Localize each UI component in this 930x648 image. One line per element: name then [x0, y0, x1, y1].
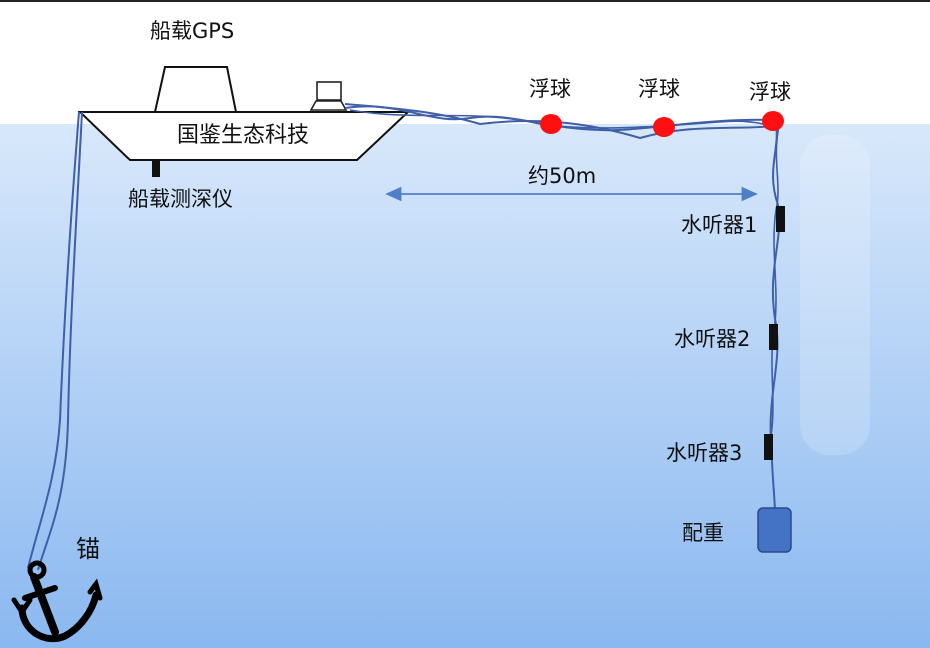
- buoy-2-label: 浮球: [638, 77, 680, 101]
- buoy-3-label: 浮球: [749, 80, 791, 104]
- boat-hull: [77, 111, 411, 161]
- anchor-cable-2: [37, 111, 83, 571]
- hydrophone-1: [776, 206, 785, 232]
- laptop-icon: [309, 81, 348, 111]
- echo-sounder-device: [152, 160, 160, 177]
- anchor-label: 锚: [76, 535, 100, 563]
- sky: [0, 0, 930, 124]
- hydrophone-2-label: 水听器2: [674, 327, 750, 351]
- hydrophone-2: [769, 324, 778, 350]
- buoy-2: [653, 117, 675, 137]
- boat-name-label: 国鉴生态科技: [177, 123, 309, 148]
- vertical-cable-2: [768, 125, 780, 446]
- hydrophone-3-label: 水听器3: [666, 441, 742, 465]
- anchor-icon: [11, 560, 103, 643]
- buoy-1-label: 浮球: [529, 77, 571, 101]
- hydrophone-3: [764, 434, 773, 460]
- boat-gps-label: 船载GPS: [150, 19, 234, 43]
- hydrophone-1-label: 水听器1: [681, 213, 757, 237]
- buoy-3: [762, 111, 784, 131]
- anchor-cable: [27, 111, 80, 569]
- echo-sounder-label: 船载测深仪: [128, 187, 233, 211]
- counterweight-block: [757, 507, 792, 553]
- boat: [77, 66, 411, 177]
- surface-cable-3: [349, 109, 779, 129]
- buoy-1: [540, 114, 562, 134]
- distance-label: 约50m: [528, 164, 596, 188]
- water-light-streak: [800, 135, 870, 455]
- water: [0, 124, 930, 648]
- boat-cabin: [153, 66, 238, 113]
- counterweight-label: 配重: [682, 521, 724, 545]
